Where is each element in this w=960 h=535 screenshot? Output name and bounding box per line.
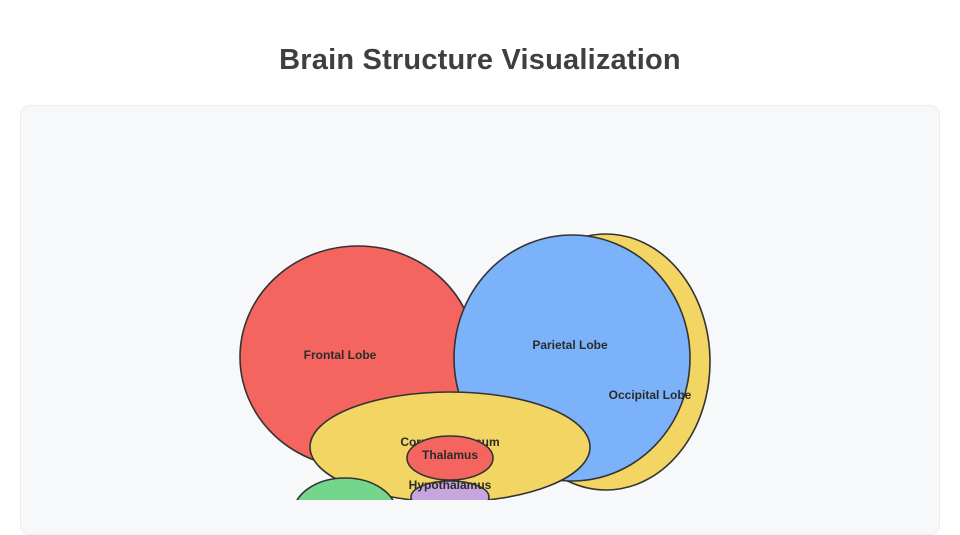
- hypothalamus-shape[interactable]: [410, 480, 490, 500]
- page-title: Brain Structure Visualization: [279, 44, 681, 76]
- green-structure-shape[interactable]: [293, 477, 397, 500]
- thalamus-shape[interactable]: [406, 435, 494, 481]
